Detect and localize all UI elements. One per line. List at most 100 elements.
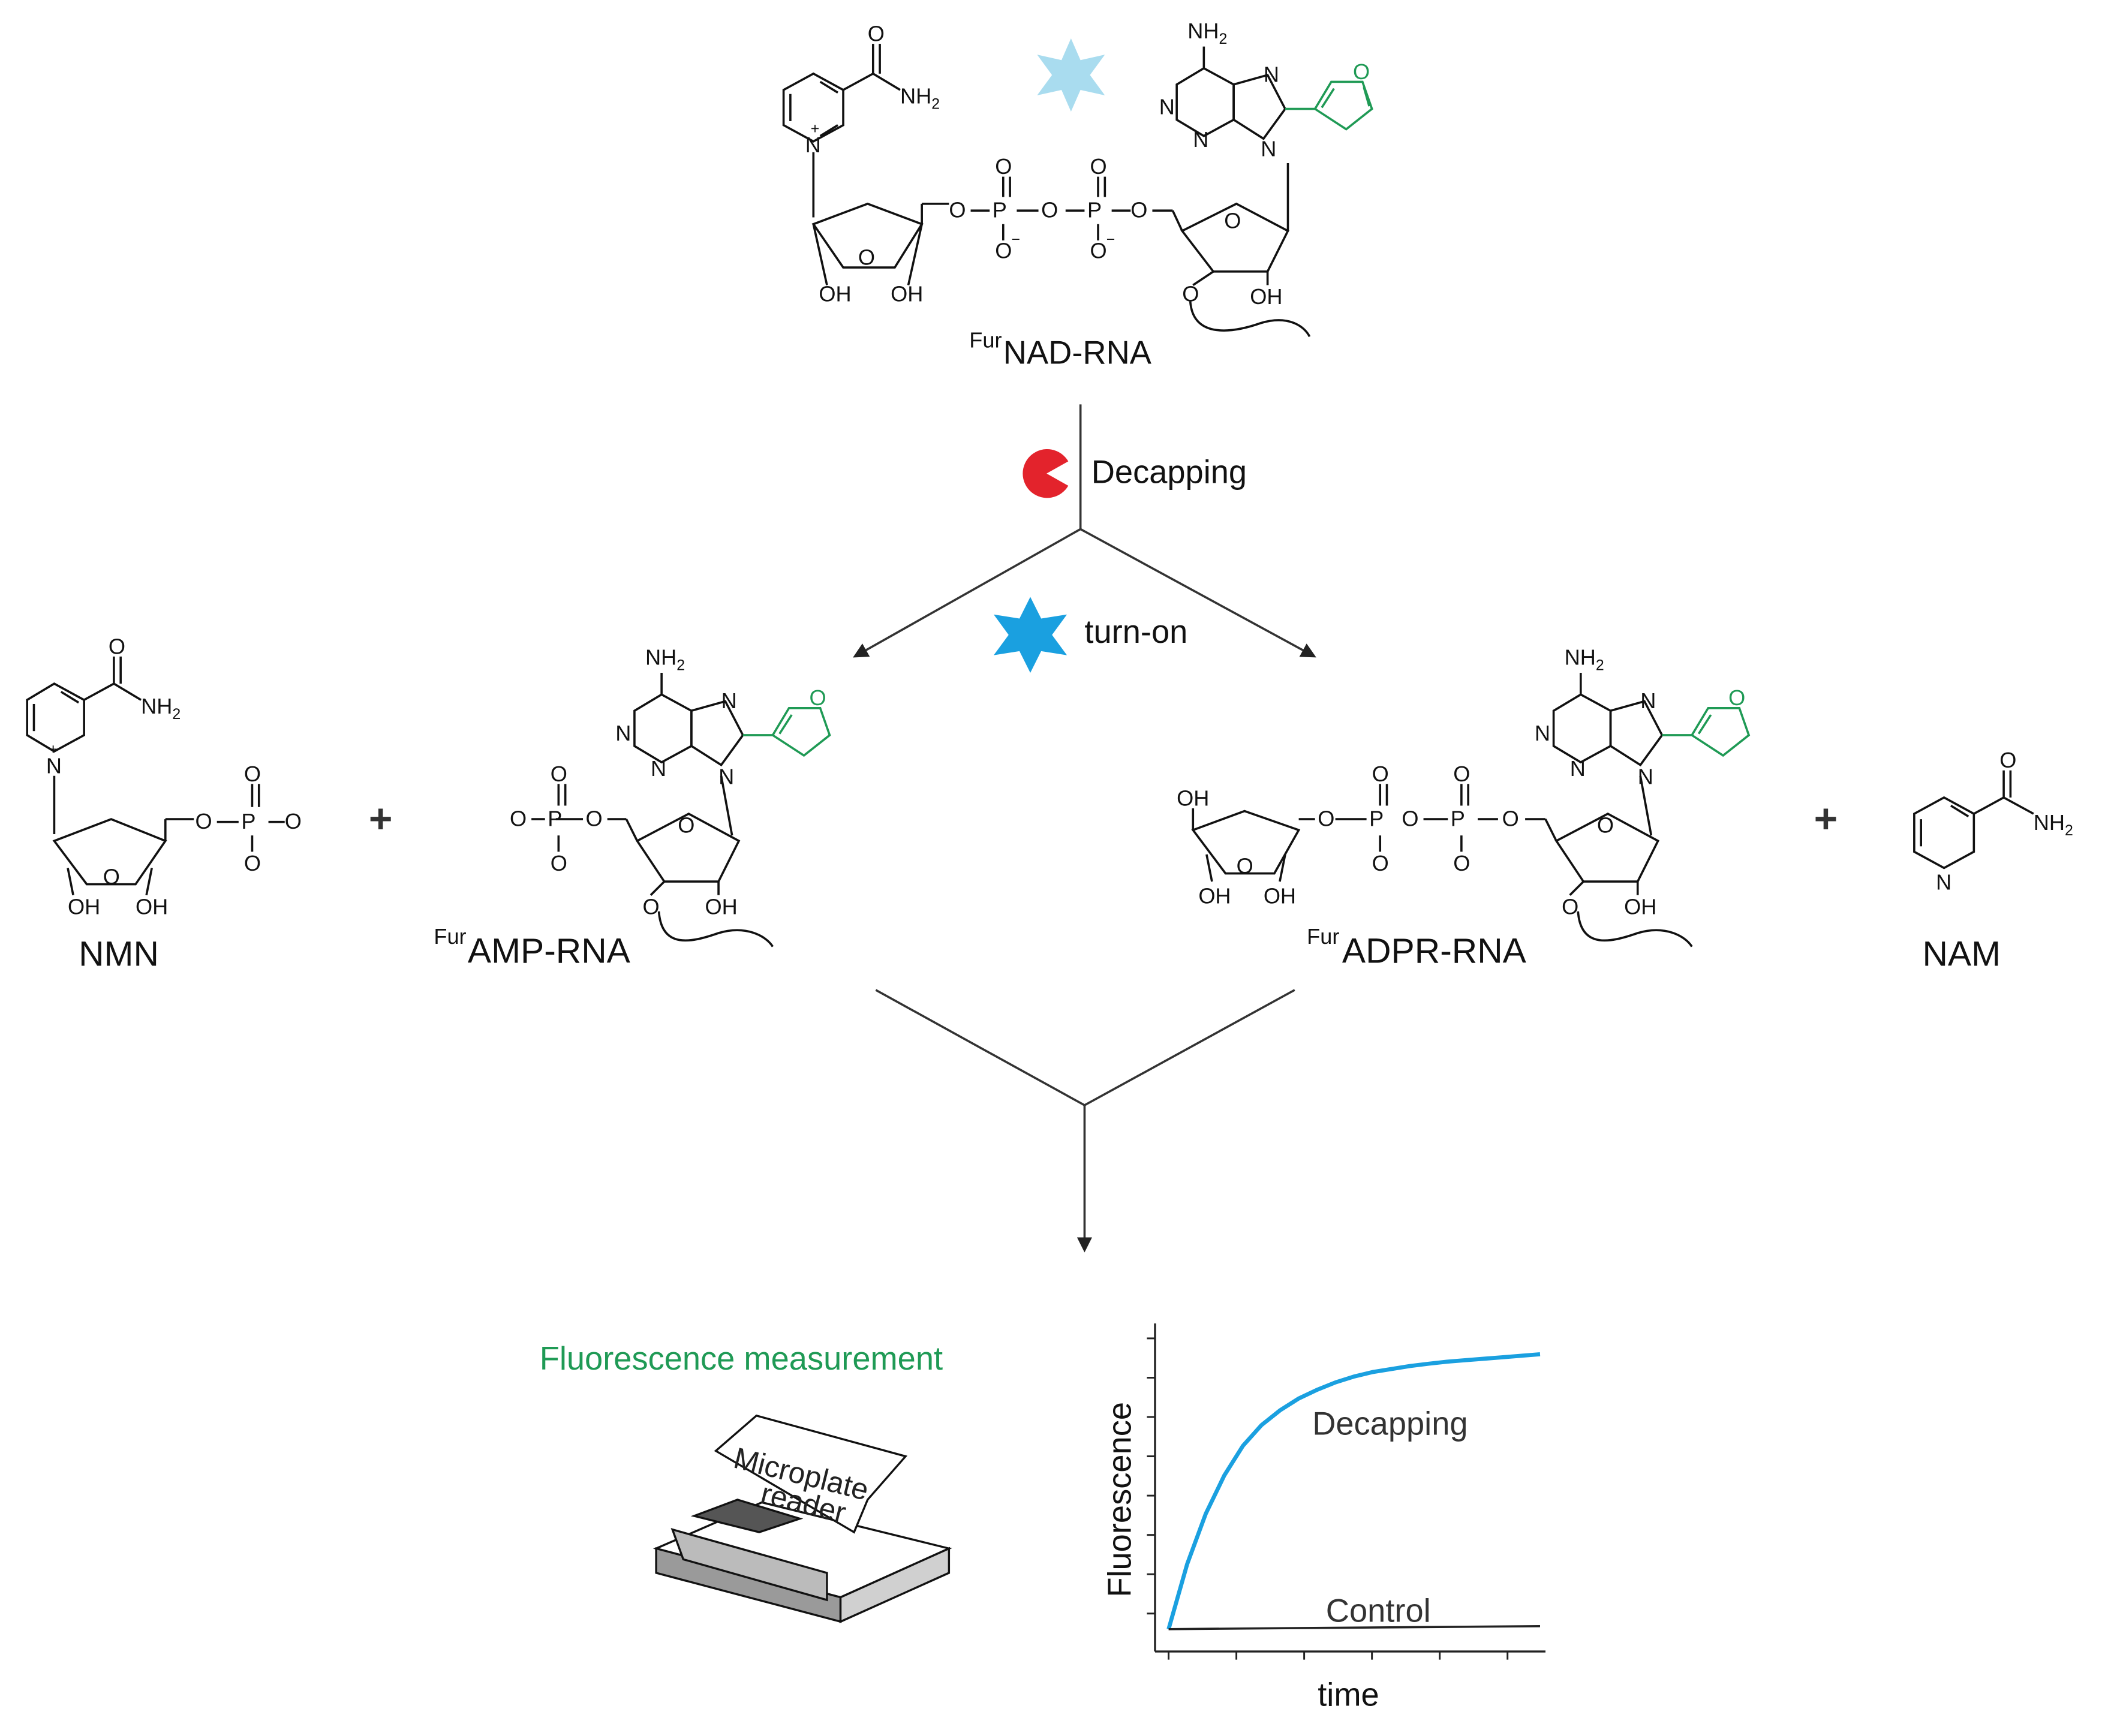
amp-atom-labels: NH2 N N N N O O O OH O P O O O	[510, 645, 826, 919]
adpr-n3: N	[1570, 756, 1586, 781]
adpr-p1-o: O	[1453, 851, 1470, 875]
nmn-label: NMN	[79, 934, 159, 973]
y-axis-ticks	[1147, 1337, 1155, 1615]
arrow-to-adpr	[1079, 528, 1316, 658]
nmn-p-o: O	[244, 851, 261, 875]
nmn-p-o-right: O	[285, 809, 302, 834]
amp-structure	[531, 672, 831, 947]
amp-p-o-left: O	[510, 806, 527, 831]
amp-n1: N	[615, 721, 631, 745]
phosphorus1-label: P	[993, 197, 1007, 222]
amp-n7: N	[721, 688, 737, 713]
merge-left	[875, 989, 1085, 1106]
series-label-decapping: Decapping	[1312, 1406, 1468, 1442]
faint-star-icon	[1037, 38, 1105, 112]
amp-bridge-o: O	[586, 806, 603, 831]
bridge-o2-label: O	[1041, 197, 1058, 222]
nmn-charge: +	[49, 741, 58, 758]
p1-oxo-label: O	[995, 154, 1012, 179]
adpr-p2: P	[1369, 806, 1384, 831]
fluorescence-chart: Decapping Control time Fluorescence	[1102, 1323, 1546, 1713]
adpr-ribose-o: O	[1237, 854, 1253, 878]
adpr-structure	[1191, 672, 1751, 947]
adpr-n9: N	[1638, 764, 1653, 789]
ribose1-oh-left-label: OH	[819, 282, 851, 306]
amp-p-oxo: O	[551, 762, 567, 786]
adpr-n1: N	[1535, 721, 1550, 745]
microplate-reader-icon	[652, 1414, 952, 1623]
nad-label-sup: Fur	[969, 327, 1002, 352]
nad-rna-label: NAD-RNA	[1003, 335, 1152, 371]
ribose1-oh-right-label: OH	[891, 282, 923, 306]
nmn-nh2: NH2	[141, 694, 181, 723]
series-line-decapping	[1166, 1352, 1541, 1630]
nmn-atom-labels: O NH2 N + O OH OH O P O O O	[46, 634, 302, 919]
amp-nh2: NH2	[645, 645, 685, 673]
nam-atom-labels: O NH2 N	[1936, 748, 2073, 894]
adpr-bridge-o2: O	[1402, 806, 1418, 831]
adpr-p1-oxo: O	[1453, 762, 1470, 786]
nmn-oh-right: OH	[136, 894, 168, 919]
p1-o-label: O	[995, 238, 1012, 263]
decapping-enzyme-icon	[1023, 449, 1069, 498]
adpr-n7: N	[1640, 688, 1656, 713]
nmn-p-oxo: O	[244, 762, 261, 786]
p1-minus-label: −	[1011, 231, 1020, 248]
amp-label-sup: Fur	[434, 924, 466, 949]
nam-n: N	[1936, 870, 1951, 895]
adpr-nh2: NH2	[1565, 645, 1604, 673]
adenine-n9-label: N	[1261, 137, 1276, 161]
p2-o-label: O	[1090, 238, 1106, 263]
pyridinium-n-label: N	[805, 133, 821, 157]
amp-oh: OH	[705, 894, 737, 919]
merge-right	[1084, 989, 1295, 1106]
ribose2-oh-label: OH	[1250, 284, 1282, 309]
series-label-control: Control	[1326, 1593, 1431, 1629]
pyridinium-ring	[782, 72, 844, 143]
adpr-p2-o: O	[1372, 851, 1389, 875]
amp-furan-o: O	[810, 685, 826, 710]
amide-oxygen-label: O	[868, 22, 885, 46]
adpr-3o: O	[1562, 894, 1578, 919]
nam-amide-o: O	[1999, 748, 2016, 772]
ribose2-o-label: O	[1224, 209, 1241, 233]
bridge-o-label: O	[949, 197, 966, 222]
fur-nad-rna-structure	[782, 44, 1373, 338]
p2-minus-label: −	[1106, 231, 1115, 248]
decapping-label: Decapping	[1091, 455, 1247, 491]
amide-nh2-label: NH2	[900, 84, 940, 113]
amp-p-o: O	[551, 851, 567, 875]
amp-n3: N	[651, 756, 666, 781]
amp-3o: O	[642, 894, 659, 919]
nmn-o-bridge: O	[196, 809, 212, 834]
plus-sign-right: +	[1814, 797, 1838, 842]
nam-structure	[1913, 770, 2034, 869]
amp-ring-o: O	[678, 813, 694, 838]
arrow-to-amp	[853, 528, 1081, 658]
ribose1-o-label: O	[858, 245, 875, 270]
adpr-ribose-oh-right: OH	[1264, 883, 1296, 908]
adpr-ribose-oh-top: OH	[1177, 786, 1209, 811]
adpr-rna-label: ADPR-RNA	[1342, 932, 1527, 971]
ribose2-3o-label: O	[1182, 282, 1199, 306]
nmn-oh-left: OH	[68, 894, 100, 919]
amp-rna-label: AMP-RNA	[468, 932, 631, 971]
adenine-n3-label: N	[1193, 127, 1208, 152]
nmn-structure	[26, 656, 285, 896]
adpr-p2-oxo: O	[1372, 762, 1389, 786]
x-axis-label: time	[1318, 1677, 1379, 1713]
nmn-ring-o: O	[103, 865, 120, 889]
adpr-ring-o: O	[1597, 813, 1614, 838]
nam-label: NAM	[1922, 934, 2001, 973]
bridge-o3-label: O	[1130, 197, 1147, 222]
adpr-bridge-o1: O	[1502, 806, 1519, 831]
fluorescence-measurement-heading: Fluorescence measurement	[540, 1341, 943, 1377]
p2-oxo-label: O	[1090, 154, 1106, 179]
nmn-amide-o: O	[109, 634, 125, 658]
amp-p: P	[548, 806, 562, 831]
pyridinium-charge-label: +	[811, 120, 820, 137]
nmn-n: N	[46, 753, 62, 778]
adpr-bridge-o3: O	[1318, 806, 1334, 831]
adenine-nh2-label: NH2	[1187, 19, 1227, 47]
y-axis-label: Fluorescence	[1102, 1402, 1138, 1597]
